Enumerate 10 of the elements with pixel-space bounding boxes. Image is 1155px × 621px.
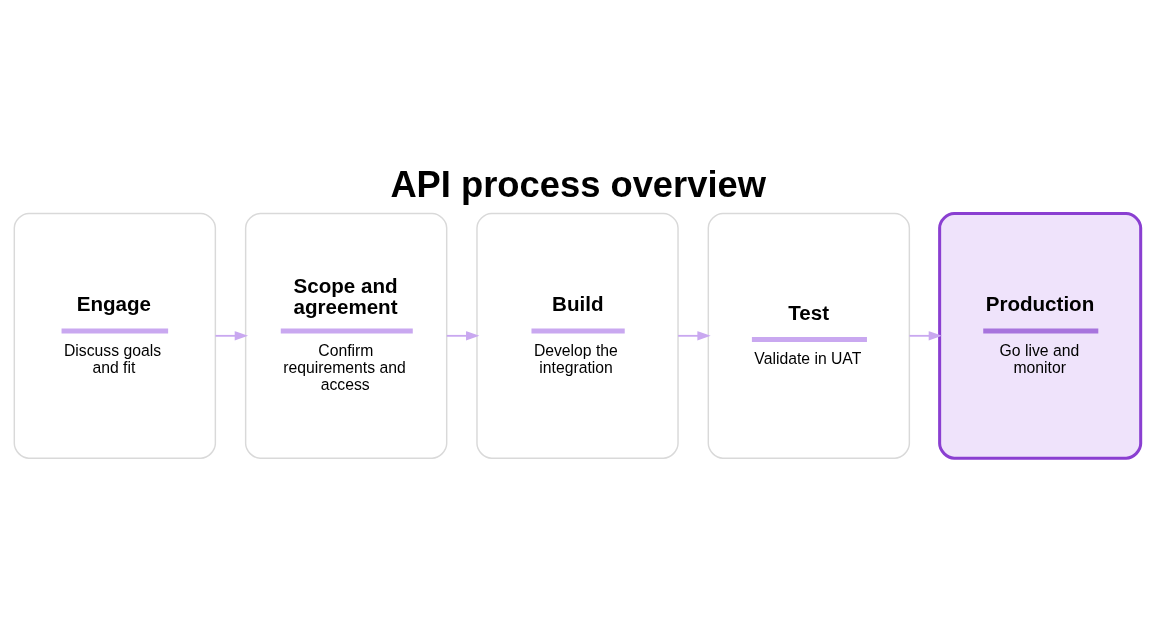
node-box: Test Validate in UAT bbox=[707, 212, 911, 459]
node-box: Production Go live and monitor bbox=[938, 211, 1143, 460]
diagram-title: API process overview bbox=[390, 163, 766, 205]
node-box: Scope and agreement Confirm requirements and access bbox=[244, 212, 448, 459]
arrow bbox=[445, 330, 480, 340]
node-box: Build Develop the integration bbox=[476, 212, 679, 459]
node-box: Engage Discuss goals and fit bbox=[13, 212, 217, 459]
arrow bbox=[677, 330, 711, 340]
arrow bbox=[908, 330, 943, 340]
arrow bbox=[214, 330, 249, 340]
